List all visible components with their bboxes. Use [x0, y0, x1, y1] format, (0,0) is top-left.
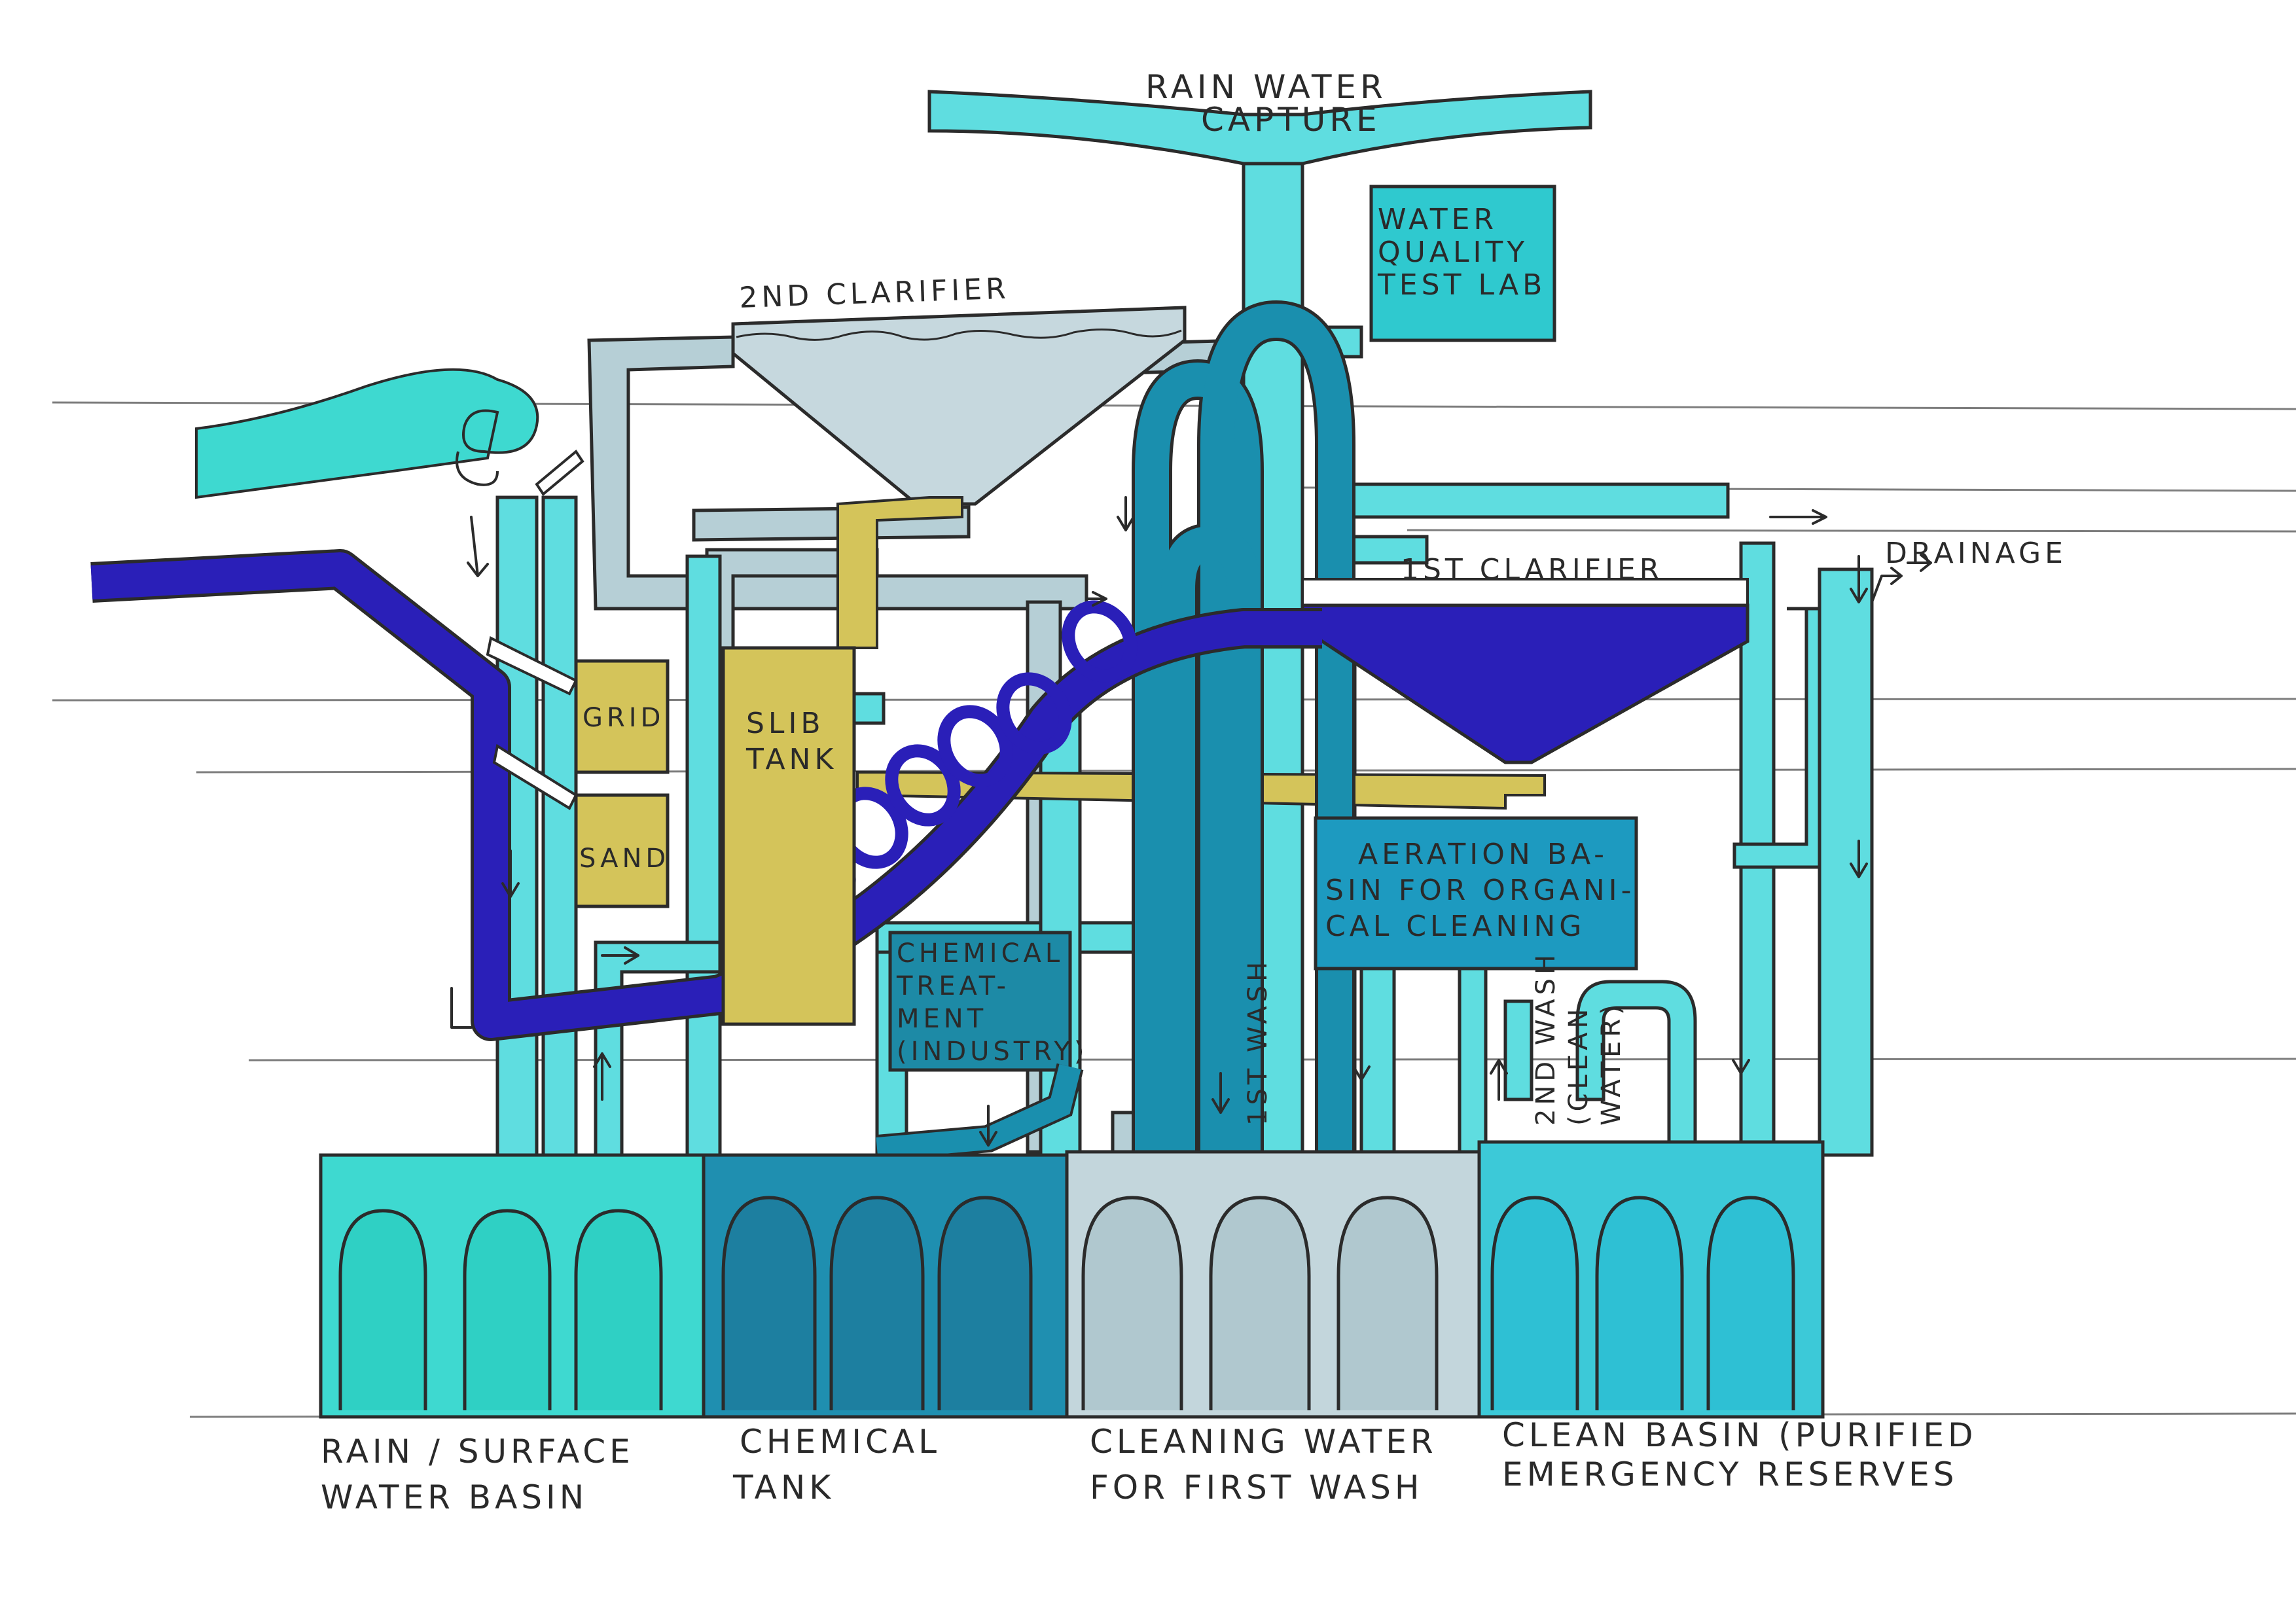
basin-clean-label-1: CLEAN BASIN (PURIFIED — [1502, 1416, 1977, 1454]
slib-tank — [721, 646, 856, 1026]
second-wash-label-2: (CLEAN — [1564, 1005, 1594, 1126]
basin-chemical-tank — [702, 1153, 1069, 1419]
aeration-basin — [1314, 816, 1638, 971]
basin-chemical-label-1: CHEMICAL — [740, 1423, 941, 1461]
teal-loop-fill — [1135, 303, 1352, 1152]
clarifier-2-label: 2ND CLARIFIER — [739, 272, 1011, 315]
first-wash-label: 1ST WASH — [1243, 958, 1273, 1126]
water-quality-test-lab — [1369, 185, 1556, 342]
chemical-treatment-label-4: (INDUSTRY) — [897, 1037, 1088, 1067]
rain-capture-label-1: RAIN WATER — [1145, 68, 1387, 106]
basin-clean-label-2: EMERGENCY RESERVES — [1502, 1455, 1958, 1493]
sand-label: SAND — [579, 844, 670, 874]
intake-wave — [195, 368, 539, 499]
second-wash-label-1: 2ND WASH — [1531, 951, 1561, 1126]
basin-cleaning-label-1: CLEANING WATER — [1090, 1423, 1437, 1461]
rain-capture-label-2: CAPTURE — [1201, 101, 1381, 139]
chemical-treatment-label-2: TREAT- — [896, 971, 1010, 1001]
chemical-treatment-label-3: MENT — [897, 1004, 987, 1034]
lab-label-3: TEST LAB — [1377, 268, 1546, 302]
grid-label: GRID — [583, 703, 664, 733]
lab-label-1: WATER — [1378, 203, 1498, 236]
flow-arrows — [450, 496, 1932, 1147]
basin-cleaning-label-2: FOR FIRST WASH — [1090, 1469, 1423, 1507]
sand-filter — [574, 793, 670, 908]
diagram-labels: RAIN WATER CAPTURE WATER QUALITY TEST LA… — [321, 68, 2067, 1516]
slib-label-2: TANK — [745, 743, 837, 776]
basin-rain-label-1: RAIN / SURFACE — [321, 1433, 634, 1471]
chemical-treatment-box — [888, 931, 1072, 1072]
slib-label-1: SLIB — [746, 707, 825, 740]
grid-and-sand-filters — [486, 450, 670, 908]
aeration-label-1: AERATION BA- — [1358, 838, 1608, 871]
basin-chemical-label-2: TANK — [732, 1469, 834, 1507]
clarifier-1-label: 1ST CLARIFIER — [1401, 553, 1663, 586]
basin-cleaning-water — [1065, 1150, 1481, 1419]
second-wash-label-3: WATER) — [1596, 1001, 1626, 1126]
second-clarifier — [731, 306, 1187, 506]
basin-rain-surface — [319, 1153, 706, 1419]
first-clarifier — [1300, 578, 1749, 764]
aeration-label-3: CAL CLEANING — [1325, 910, 1585, 943]
lab-label-2: QUALITY — [1378, 236, 1528, 269]
drainage-label: DRAINAGE — [1885, 537, 2067, 570]
basin-clean-reserves — [1477, 1140, 1825, 1419]
chemical-treatment-label-1: CHEMICAL — [897, 938, 1064, 969]
rain-water-capture — [927, 90, 1592, 166]
grid-filter — [574, 659, 670, 774]
basin-rain-label-2: WATER BASIN — [321, 1478, 588, 1516]
aeration-label-2: SIN FOR ORGANI- — [1325, 874, 1635, 907]
